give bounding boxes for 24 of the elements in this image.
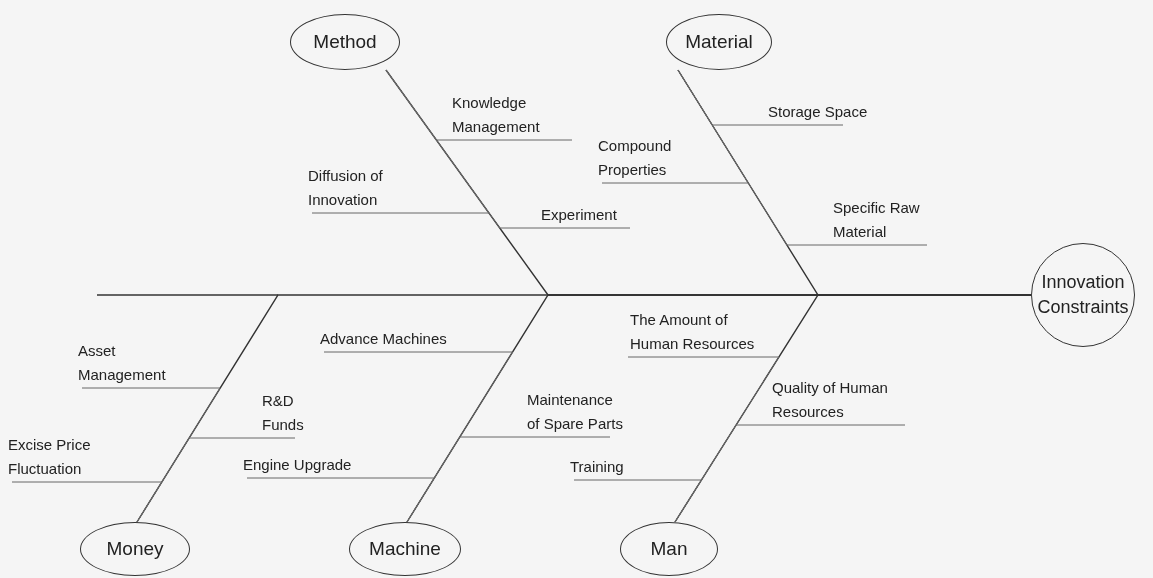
category-ellipse: Material xyxy=(666,14,772,70)
category-ellipse: Method xyxy=(290,14,400,70)
category-ellipse: Man xyxy=(620,522,718,576)
cause-text: Quality of Human Resources xyxy=(772,376,905,424)
cause-line xyxy=(573,479,702,523)
cause-text: Knowledge Management xyxy=(452,91,585,139)
cause-text: Maintenance of Spare Parts xyxy=(527,388,627,436)
cause-text: Training xyxy=(570,455,624,479)
effect-circle: Innovation Constraints xyxy=(1031,243,1135,347)
cause-line xyxy=(677,69,928,246)
category-ellipse: Machine xyxy=(349,522,461,576)
cause-line xyxy=(385,69,631,229)
cause-text: R&D Funds xyxy=(262,389,312,437)
cause-text: Specific Raw Material xyxy=(833,196,933,244)
cause-text: Engine Upgrade xyxy=(243,453,352,477)
cause-text: Diffusion of Innovation xyxy=(308,164,412,212)
cause-text: Experiment xyxy=(541,203,630,227)
cause-text: Excise Price Fluctuation xyxy=(8,433,103,481)
category-ellipse: Money xyxy=(80,522,190,576)
cause-text: Advance Machines xyxy=(320,327,447,351)
cause-text: Storage Space xyxy=(768,100,868,124)
cause-text: The Amount of Human Resources xyxy=(630,308,758,356)
cause-text: Asset Management xyxy=(78,339,178,387)
cause-text: Compound Properties xyxy=(598,134,688,182)
